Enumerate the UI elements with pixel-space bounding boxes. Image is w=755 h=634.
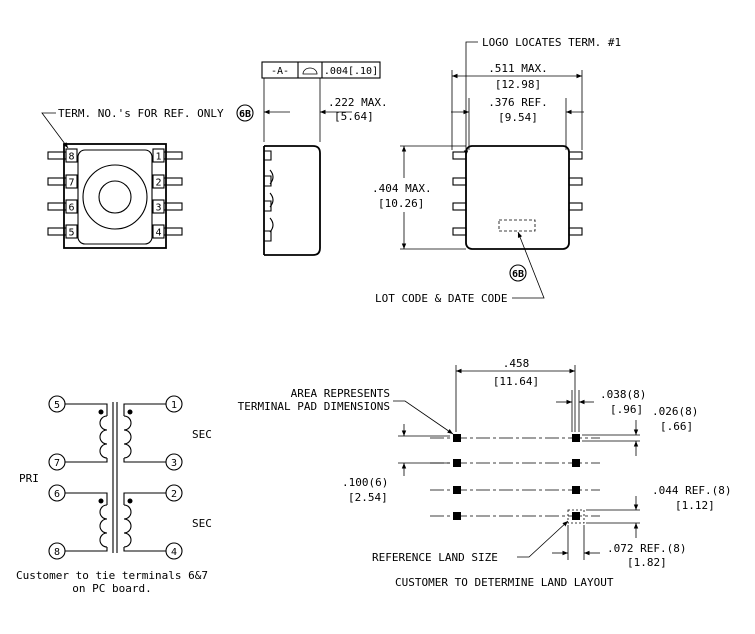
- svg-text:4: 4: [171, 547, 177, 558]
- pad-h-mm: [.66]: [660, 420, 693, 433]
- logo-note: LOGO LOCATES TERM. #1: [482, 36, 621, 49]
- sec-label-top: SEC: [192, 428, 212, 441]
- logo-leader: [463, 41, 478, 156]
- flatness-value: .004[.10]: [324, 66, 378, 77]
- pitch-x-mm: [11.64]: [493, 375, 539, 388]
- right-view-body: [465, 145, 570, 250]
- svg-text:6: 6: [54, 489, 60, 500]
- svg-text:5: 5: [68, 228, 74, 239]
- width-max-mm: [12.98]: [495, 78, 541, 91]
- schematic-note-line2: on PC board.: [72, 582, 151, 595]
- right-view: LOGO LOCATES TERM. #1 .511 MAX. [12.98] …: [372, 36, 621, 305]
- top-view-core: [77, 149, 153, 245]
- top-view-body: [63, 143, 167, 249]
- side-view-body: [264, 145, 321, 256]
- term-note-leader: [41, 112, 69, 149]
- reference-land-outline: [567, 509, 585, 524]
- svg-text:7: 7: [54, 458, 60, 469]
- top-view-pin-labels-right: 1 2 3 4: [152, 148, 165, 239]
- area-leader: [393, 400, 454, 435]
- primary-winding-top: [65, 403, 108, 463]
- width-ref-in: .376 REF.: [488, 96, 548, 109]
- svg-text:2: 2: [155, 178, 161, 189]
- pad-w-in: .038(8): [600, 388, 646, 401]
- datum-label: -A-: [271, 66, 289, 77]
- term-note: TERM. NO.'s FOR REF. ONLY: [58, 107, 224, 120]
- width-ref-mm: [9.54]: [498, 111, 538, 124]
- land-footer: CUSTOMER TO DETERMINE LAND LAYOUT: [395, 576, 614, 589]
- svg-text:1: 1: [171, 400, 177, 411]
- height-in: .222 MAX.: [328, 96, 388, 109]
- height-mm: [5.64]: [334, 110, 374, 123]
- right-view-leads-right: [568, 151, 583, 236]
- side-view-leads: [264, 150, 274, 242]
- length-mm: [10.26]: [378, 197, 424, 210]
- pri-label: PRI: [19, 472, 39, 485]
- svg-text:3: 3: [155, 203, 161, 214]
- svg-text:3: 3: [171, 458, 177, 469]
- lot-note: LOT CODE & DATE CODE: [375, 292, 507, 305]
- svg-text:5: 5: [54, 400, 60, 411]
- top-view-core-outer: [82, 164, 148, 230]
- land-h-mm: [1.12]: [675, 499, 715, 512]
- land-pads-right: [572, 434, 580, 520]
- area-note-line2: TERMINAL PAD DIMENSIONS: [238, 400, 390, 413]
- land-h-in: .044 REF.(8): [652, 484, 731, 497]
- primary-winding-bottom: [65, 492, 108, 552]
- pitch-y-mm: [2.54]: [348, 491, 388, 504]
- lot-ref-bubble: [509, 264, 527, 282]
- pitch-x-in: .458: [503, 357, 530, 370]
- schematic-note-line1: Customer to tie terminals 6&7: [16, 569, 208, 582]
- land-w-mm: [1.82]: [627, 556, 667, 569]
- svg-text:6: 6: [68, 203, 74, 214]
- right-view-leads-left: [452, 151, 467, 236]
- lot-leader: [512, 231, 545, 299]
- land-pads-left: [453, 434, 461, 520]
- width-max-in: .511 MAX.: [488, 62, 548, 75]
- sec-label-bottom: SEC: [192, 517, 212, 530]
- schematic-pins: 5 7 6 8 1 3 2 4: [48, 395, 183, 560]
- lot-code-area: [498, 219, 536, 232]
- reference-land-leader: [517, 520, 569, 558]
- note-ref-label: 6B: [239, 109, 251, 120]
- svg-text:2: 2: [171, 489, 177, 500]
- land-w-in: .072 REF.(8): [607, 542, 686, 555]
- length-in: .404 MAX.: [372, 182, 432, 195]
- flatness-symbol: [302, 67, 318, 75]
- svg-text:1: 1: [155, 152, 161, 163]
- top-view-core-inner: [98, 180, 132, 214]
- secondary-winding-top: [123, 403, 166, 463]
- svg-text:8: 8: [68, 152, 74, 163]
- pitch-y-in: .100(6): [342, 476, 388, 489]
- note-ref-bubble: [236, 104, 254, 122]
- secondary-winding-bottom: [123, 492, 166, 552]
- top-view: TERM. NO.'s FOR REF. ONLY 6B 8 7: [41, 104, 254, 249]
- pad-w-mm: [.96]: [610, 403, 643, 416]
- pad-h-in: .026(8): [652, 405, 698, 418]
- top-view-pin-labels-left: 8 7 6 5: [65, 148, 78, 239]
- feature-control-frame: [261, 61, 381, 79]
- svg-text:7: 7: [68, 178, 74, 189]
- area-note-line1: AREA REPRESENTS: [291, 387, 390, 400]
- land-pattern: .458 [11.64] AREA REPRESENTS TERMINAL PA…: [238, 357, 732, 589]
- svg-text:4: 4: [155, 228, 161, 239]
- top-view-leads-left: [47, 151, 67, 236]
- side-view: -A- .004[.10] .222 MAX. [5.64]: [261, 61, 388, 256]
- svg-text:8: 8: [54, 547, 60, 558]
- lot-ref-label: 6B: [512, 269, 524, 280]
- reference-land-label: REFERENCE LAND SIZE: [372, 551, 498, 564]
- schematic: 5 7 6 8 1 3 2 4: [16, 395, 212, 595]
